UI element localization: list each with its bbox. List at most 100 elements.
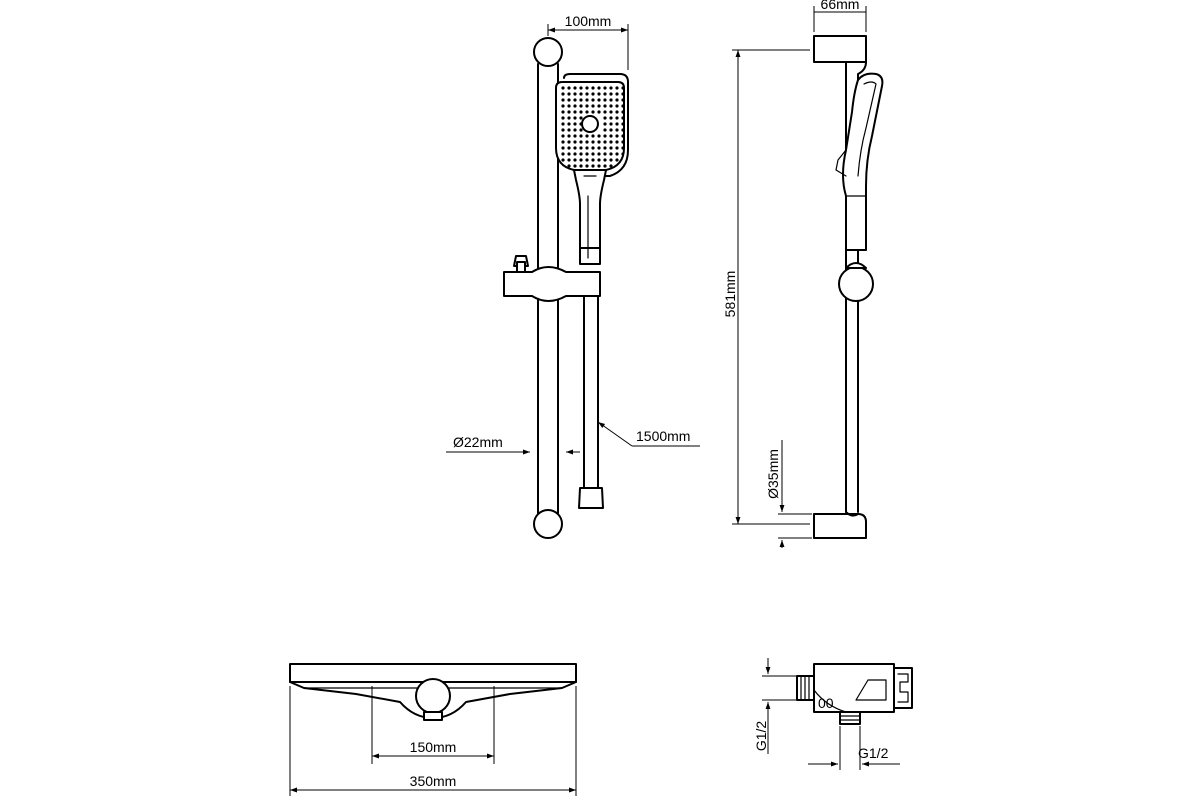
nozzle-dot	[591, 110, 595, 114]
nozzle-dot	[591, 164, 595, 168]
nozzle-dot	[621, 134, 624, 138]
nozzle-dot	[597, 110, 601, 114]
nozzle-dot	[597, 152, 601, 156]
dim-bracket-diameter-label: Ø35mm	[765, 449, 781, 499]
nozzle-dot	[579, 164, 583, 168]
nozzle-dot	[579, 152, 583, 156]
nozzle-dot	[585, 146, 589, 150]
spray-nozzles	[561, 86, 624, 168]
nozzle-dot	[609, 98, 613, 102]
nozzle-dot	[591, 134, 595, 138]
nozzle-dot	[567, 98, 571, 102]
nozzle-dot	[615, 152, 619, 156]
nozzle-dot	[567, 158, 571, 162]
dim-hose-length: 1500mm	[597, 421, 700, 447]
nozzle-dot	[597, 98, 601, 102]
nozzle-dot	[615, 134, 619, 138]
nozzle-dot	[609, 122, 613, 126]
nozzle-dot	[609, 86, 613, 90]
nozzle-dot	[597, 92, 601, 96]
nozzle-dot	[603, 158, 607, 162]
dim-overall-width: 350mm	[289, 686, 577, 796]
nozzle-dot	[621, 104, 624, 108]
nozzle-dot	[579, 134, 583, 138]
nozzle-dot	[573, 152, 577, 156]
nozzle-dot	[561, 158, 565, 162]
nozzle-dot	[579, 146, 583, 150]
nozzle-dot	[579, 104, 583, 108]
dim-thread-side: G1/2	[753, 658, 800, 754]
nozzle-dot	[579, 128, 583, 132]
nozzle-dot	[597, 86, 601, 90]
dim-handset-distance: 150mm	[371, 686, 495, 764]
side-view: 66mm 581mm Ø35mm	[722, 0, 884, 548]
dim-overall-width-label: 350mm	[410, 773, 457, 789]
nozzle-dot	[561, 104, 565, 108]
upper-wall-bracket	[813, 35, 867, 63]
nozzle-dot	[567, 92, 571, 96]
nozzle-dot	[621, 122, 624, 126]
nozzle-dot	[573, 140, 577, 144]
nozzle-dot	[603, 134, 607, 138]
nozzle-dot	[621, 110, 624, 114]
nozzle-dot	[591, 104, 595, 108]
dim-rail-length-label: 581mm	[722, 271, 738, 318]
shower-hose	[578, 295, 604, 509]
nozzle-dot	[621, 86, 624, 90]
nozzle-dot	[567, 146, 571, 150]
nozzle-dot	[579, 140, 583, 144]
nozzle-dot	[609, 116, 613, 120]
svg-text:00: 00	[818, 695, 834, 711]
dim-thread-bottom: G1/2	[808, 726, 900, 770]
nozzle-dot	[615, 116, 619, 120]
nozzle-dot	[597, 134, 601, 138]
nozzle-dot	[567, 110, 571, 114]
dim-rail-diameter-label: Ø22mm	[453, 434, 503, 450]
nozzle-dot	[573, 104, 577, 108]
nozzle-dot	[591, 98, 595, 102]
nozzle-dot	[621, 140, 624, 144]
dim-hose-length-label: 1500mm	[636, 428, 690, 444]
nozzle-dot	[621, 98, 624, 102]
nozzle-dot	[603, 98, 607, 102]
top-view: 150mm 350mm	[289, 663, 577, 796]
nozzle-dot	[603, 92, 607, 96]
nozzle-dot	[609, 146, 613, 150]
nozzle-dot	[579, 92, 583, 96]
nozzle-dot	[621, 92, 624, 96]
nozzle-dot	[609, 140, 613, 144]
nozzle-dot	[621, 128, 624, 132]
nozzle-dot	[591, 92, 595, 96]
nozzle-dot	[603, 128, 607, 132]
dim-rail-length: 581mm	[722, 49, 810, 525]
nozzle-dot	[603, 152, 607, 156]
nozzle-dot	[591, 146, 595, 150]
dim-depth: 66mm	[813, 0, 867, 32]
nozzle-dot	[591, 152, 595, 156]
nozzle-dot	[573, 86, 577, 90]
nozzle-dot	[561, 140, 565, 144]
nozzle-dot	[585, 92, 589, 96]
nozzle-dot	[591, 86, 595, 90]
nozzle-dot	[615, 146, 619, 150]
nozzle-dot	[585, 140, 589, 144]
nozzle-dot	[573, 110, 577, 114]
wall-connector: 00	[796, 663, 913, 725]
dim-handset-width-label: 100mm	[565, 13, 612, 29]
lower-wall-bracket	[813, 511, 867, 539]
nozzle-dot	[609, 128, 613, 132]
nozzle-dot	[561, 122, 565, 126]
dim-handset-width: 100mm	[547, 13, 629, 70]
dim-thread-bottom-label: G1/2	[858, 745, 889, 761]
nozzle-dot	[573, 146, 577, 150]
nozzle-dot	[609, 158, 613, 162]
nozzle-dot	[561, 152, 565, 156]
nozzle-dot	[603, 110, 607, 114]
nozzle-dot	[603, 164, 607, 168]
nozzle-dot	[603, 146, 607, 150]
dim-bracket-diameter: Ø35mm	[765, 440, 812, 548]
nozzle-dot	[603, 104, 607, 108]
nozzle-dot	[621, 116, 624, 120]
nozzle-dot	[561, 116, 565, 120]
nozzle-dot	[597, 164, 601, 168]
